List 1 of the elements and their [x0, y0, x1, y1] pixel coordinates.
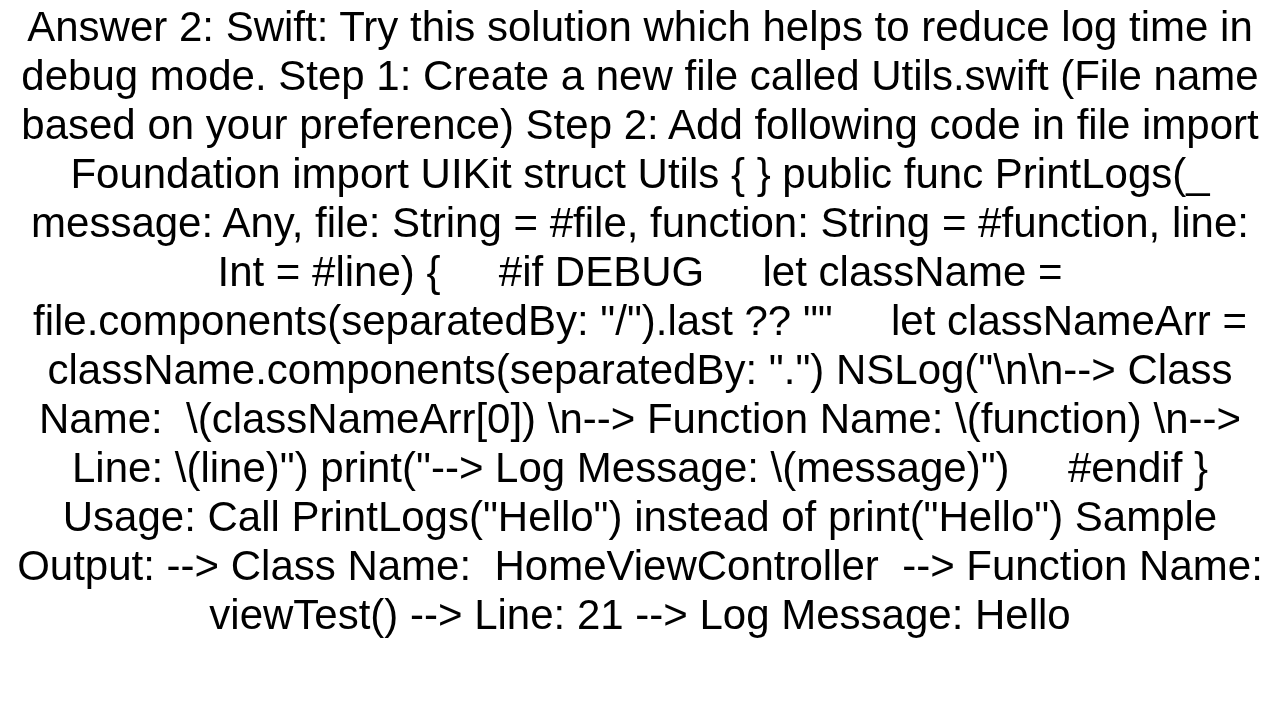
answer-text: Answer 2: Swift: Try this solution which helps to reduce log time in debug mode. Step 1: Create a new file called Utils.swift (File name based on your preference) Step 2: Add following code in file import Foundation import UIKit struct Utils { } public func PrintLogs(_ message: Any, file: String = #file, function: String = #function, line: Int = #line) { #if DEBUG let className = file.components(separatedBy: "/").last ?? "" let classNameArr = className.components(separatedBy: ".") NSLog("\n\n--> Class Name: \(classNameArr[0]) \n--> Function Name: \(function) \n--> Line: \(line)") print("--> Log Message: \(message)") #endif } Usage: Call PrintLogs("Hello") instead of print("Hello") Sample Output: --> Class Name: HomeViewController --> Function Name: viewTest() --> Line: 21 --> Log Message: Hello — [16, 2, 1264, 639]
